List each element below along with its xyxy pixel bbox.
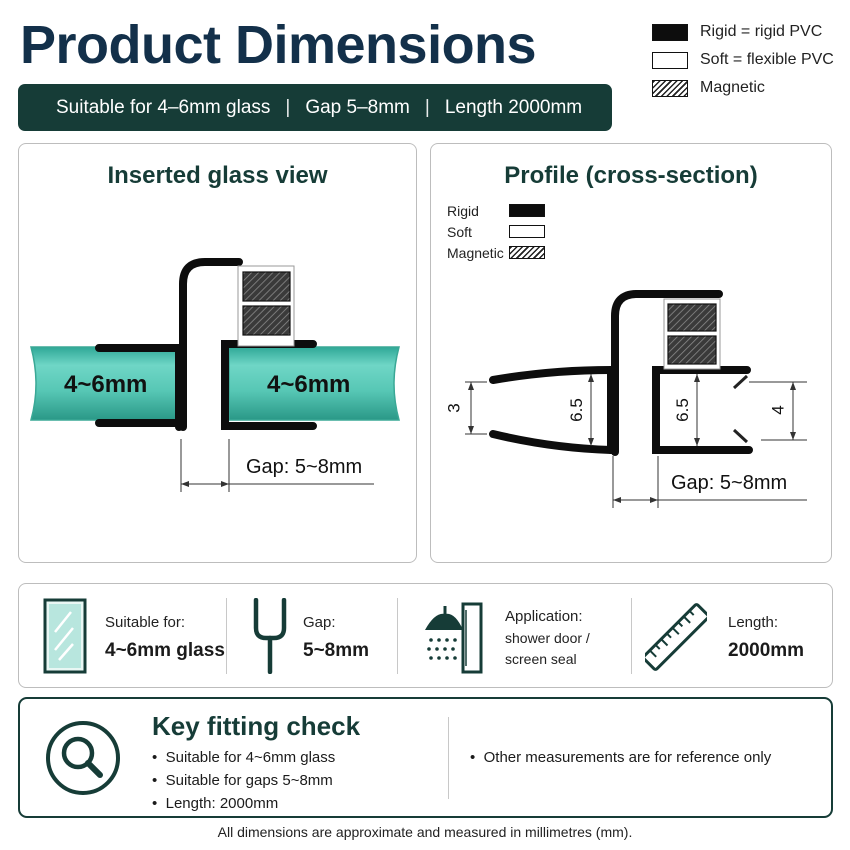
inserted-gap-label: Gap: 5~8mm — [246, 456, 363, 478]
bullet: • — [152, 795, 158, 812]
right-channel — [652, 366, 753, 454]
right-glass-label: 4~6mm — [267, 371, 351, 398]
spec-gap-label: Gap: — [303, 614, 336, 631]
soft-tip-upper — [732, 374, 749, 390]
check-note: • Other measurements are for reference o… — [470, 749, 771, 766]
magnet-strip-lower — [667, 335, 717, 365]
profile-legend-rigid: Rigid — [447, 200, 545, 221]
footnote: All dimensions are approximate and measu… — [217, 824, 633, 840]
banner-separator: | — [424, 96, 430, 118]
banner-glass: Suitable for 4–6mm glass — [56, 96, 271, 118]
bullet: • — [152, 772, 158, 789]
spec-application-value-2: screen seal — [505, 651, 577, 667]
spec-length-label: Length: — [728, 614, 779, 631]
bullet: • — [470, 749, 476, 766]
key-fitting-check-box: Key fitting check • Suitable for 4~6mm g… — [18, 697, 833, 818]
summary-banner: Suitable for 4–6mm glass | Gap 5–8mm | L… — [18, 84, 612, 131]
spec-divider — [226, 598, 227, 674]
profile-diagram — [465, 290, 807, 508]
profile-legend-magnetic-label: Magnetic — [447, 244, 504, 261]
left-glass-label: 4~6mm — [64, 371, 148, 398]
check-item-text: Suitable for gaps 5~8mm — [165, 772, 333, 789]
shower-door-icon — [425, 602, 483, 674]
profile-legend-rigid-label: Rigid — [447, 202, 479, 219]
spec-glass-value: 4~6mm glass — [105, 640, 225, 661]
dim-left-3: 3 — [444, 403, 464, 413]
dim65a-arrows — [588, 374, 594, 446]
spec-divider — [397, 598, 398, 674]
check-item-text: Suitable for 4~6mm glass — [165, 749, 336, 766]
profile-panel: Profile (cross-section) Rigid Soft Magne… — [430, 143, 832, 563]
profile-legend-soft-label: Soft — [447, 223, 472, 240]
check-divider — [448, 717, 449, 799]
bullet: • — [152, 749, 158, 766]
spec-gap-value: 5~8mm — [303, 640, 370, 661]
page-title: Product Dimensions — [20, 15, 537, 75]
soft-swatch — [509, 225, 545, 238]
soft-swatch — [652, 51, 688, 69]
check-item: • Length: 2000mm — [152, 795, 278, 812]
inserted-view-title: Inserted glass view — [107, 162, 328, 189]
check-note-text: Other measurements are for reference onl… — [483, 749, 772, 766]
spec-length-value: 2000mm — [728, 640, 805, 661]
magnet-strip-upper — [667, 303, 717, 332]
ruler-icon — [645, 603, 707, 671]
magnet-strip-upper — [242, 271, 291, 302]
banner-length: Length 2000mm — [444, 96, 583, 118]
key-check-title: Key fitting check — [152, 711, 361, 741]
rigid-swatch — [652, 23, 688, 41]
inserted-glass-diagram — [30, 258, 400, 492]
profile-legend-magnetic: Magnetic — [447, 242, 545, 263]
check-item: • Suitable for gaps 5~8mm — [152, 772, 333, 789]
profile-legend: Rigid Soft Magnetic — [447, 200, 545, 263]
magnifier-icon — [46, 721, 120, 795]
left-lower-fin — [489, 430, 615, 454]
legend-magnetic: Magnetic — [652, 74, 834, 102]
profile-spine — [607, 290, 723, 456]
legend-soft: Soft = flexible PVC — [652, 46, 834, 74]
banner-gap: Gap 5–8mm — [305, 96, 410, 118]
legend-magnetic-label: Magnetic — [700, 79, 765, 96]
dim-right-4: 4 — [768, 405, 788, 415]
magnetic-swatch — [509, 246, 545, 259]
magnetic-swatch — [652, 79, 688, 97]
profile-legend-soft: Soft — [447, 221, 545, 242]
dim65b-arrows — [694, 374, 700, 446]
legend-rigid: Rigid = rigid PVC — [652, 18, 834, 46]
right-glass-pane — [228, 346, 400, 421]
magnet-strip-lower — [242, 305, 291, 336]
glass-pane-icon — [43, 598, 87, 674]
left-upper-fin — [489, 366, 615, 384]
spec-application-value-1: shower door / — [505, 630, 590, 646]
dim-inner-left-6-5: 6.5 — [566, 398, 586, 422]
check-item-text: Length: 2000mm — [165, 795, 279, 812]
profile-view-title: Profile (cross-section) — [504, 162, 758, 189]
spec-divider — [631, 598, 632, 674]
spec-glass-label: Suitable for: — [105, 614, 186, 631]
spec-application-label: Application: — [505, 608, 583, 625]
seal-spine — [179, 258, 243, 431]
soft-tip-lower — [732, 428, 749, 444]
legend-soft-label: Soft = flexible PVC — [700, 51, 834, 68]
dim-inner-right-6-5: 6.5 — [672, 398, 692, 422]
legend-rigid-label: Rigid = rigid PVC — [700, 23, 823, 40]
inserted-glass-panel: Inserted glass view — [18, 143, 417, 563]
material-legend: Rigid = rigid PVC Soft = flexible PVC Ma… — [652, 18, 834, 102]
rigid-swatch — [509, 204, 545, 217]
specs-strip: Suitable for: 4~6mm glass Gap: 5~8mm App… — [18, 583, 833, 688]
gap-profile-icon — [253, 598, 287, 674]
profile-gap-label: Gap: 5~8mm — [671, 472, 788, 494]
check-item: • Suitable for 4~6mm glass — [152, 749, 335, 766]
banner-separator: | — [285, 96, 291, 118]
